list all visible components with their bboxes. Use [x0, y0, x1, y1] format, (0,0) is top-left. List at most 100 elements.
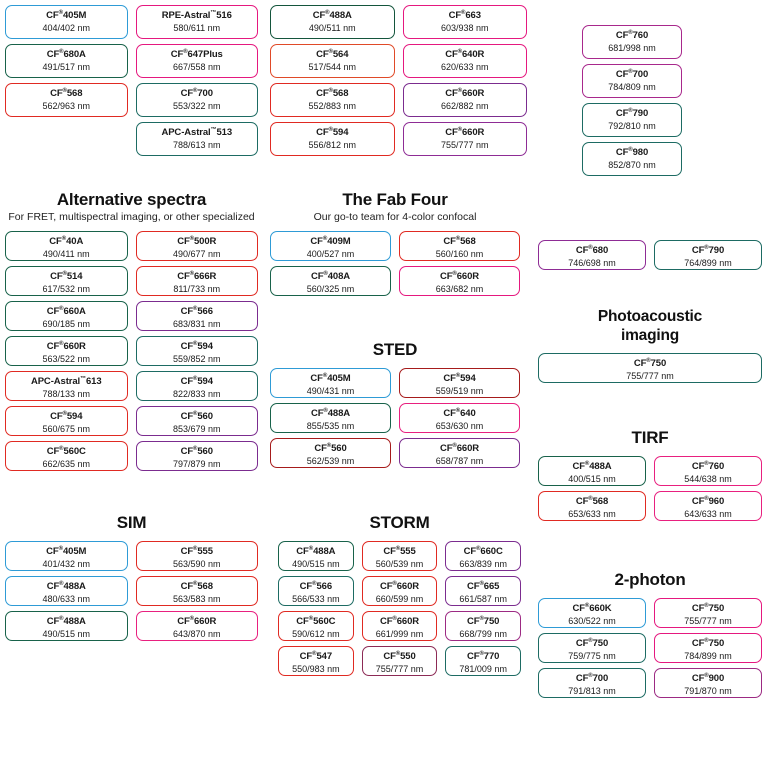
trademark-mark: ®	[588, 673, 593, 679]
dye-name: CF®660R	[439, 271, 480, 283]
trademark-mark: ®	[193, 88, 198, 94]
dye-spectra: 517/544 nm	[308, 61, 357, 72]
dye-spectra: 490/431 nm	[306, 385, 355, 396]
trademark-mark: ®	[59, 49, 64, 55]
dye-name: CF®660K	[572, 603, 612, 615]
dye-spectra: 661/587 nm	[459, 593, 507, 604]
dye-spectra: 690/185 nm	[42, 318, 91, 329]
dye-name: CF®594	[180, 376, 213, 388]
dye-spectra: 668/799 nm	[459, 628, 507, 639]
dye-name: CF®660C	[463, 546, 503, 558]
trademark-mark: ®	[62, 411, 67, 417]
section-subtitle: Our go-to team for 4-color confocal	[313, 211, 477, 223]
trademark-mark: ®	[326, 443, 332, 449]
dye-name: CF®665	[467, 581, 500, 593]
trademark-mark: ®	[193, 341, 198, 347]
dye-spectra: 643/870 nm	[172, 628, 221, 639]
dye-spectra: 653/633 nm	[568, 508, 616, 519]
trademark-mark: ®	[193, 306, 198, 312]
